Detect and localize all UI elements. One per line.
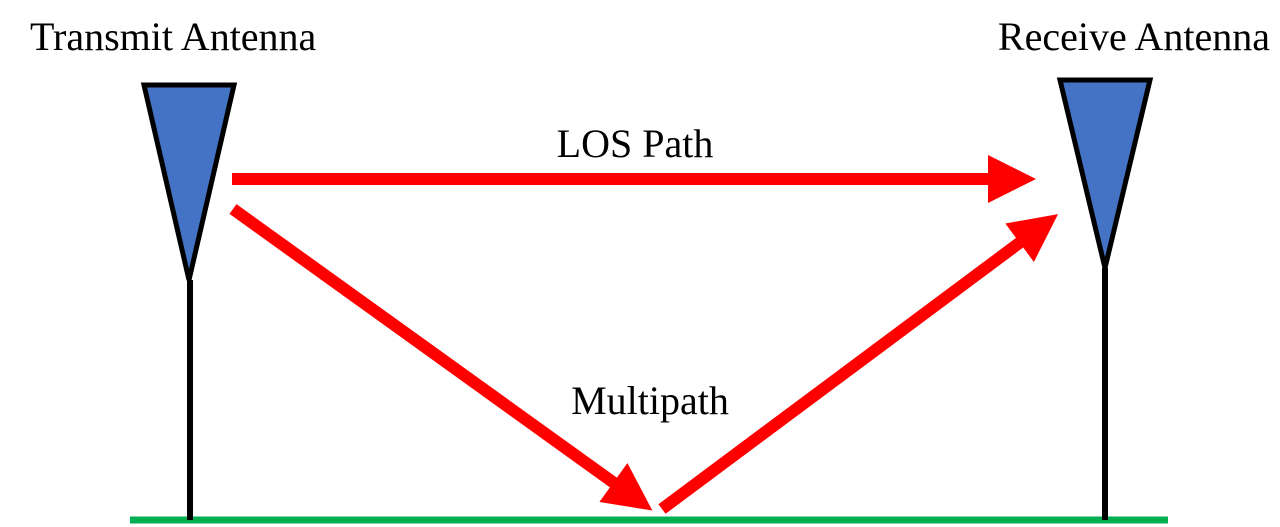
- los-path-label: LOS Path: [557, 121, 714, 166]
- multipath-incident-arrow: [229, 204, 653, 511]
- receive-antenna: [1056, 77, 1154, 520]
- transmit-antenna-element: [140, 82, 238, 281]
- multipath-reflected-arrow: [658, 214, 1059, 514]
- transmit-antenna-label: Transmit Antenna: [30, 14, 317, 59]
- transmit-antenna: [140, 82, 238, 520]
- receive-antenna-element: [1056, 77, 1154, 269]
- multipath-label: Multipath: [571, 378, 729, 423]
- receive-antenna-label: Receive Antenna: [998, 14, 1270, 59]
